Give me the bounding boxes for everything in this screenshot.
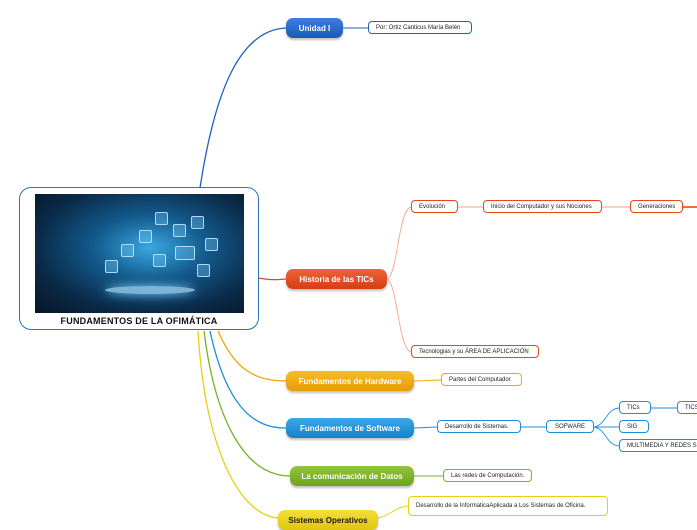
app-grid-icon (205, 238, 218, 251)
subtopic-multimedia[interactable]: MULTIMEDIA Y REDES S (619, 439, 697, 452)
topic-software[interactable]: Fundamentos de Software (286, 418, 414, 438)
link-historia (257, 277, 287, 281)
subtopic-evolucion[interactable]: Evolución (411, 200, 458, 213)
app-grid-icon (191, 216, 204, 229)
subtopic-autor[interactable]: Por: Ortiz Canticus María Belén (368, 21, 472, 34)
technology-image (35, 194, 244, 313)
subtopic-tecnologias[interactable]: Tecnologias y su ÁREA DE APLICACIÓN (411, 345, 539, 358)
link-comunicacion (203, 330, 291, 477)
subtopic-sig[interactable]: SIG (619, 420, 649, 433)
topic-sistemas[interactable]: Sistemas Operativos (278, 510, 378, 530)
subtopic-sofware[interactable]: SOFWARE (546, 420, 594, 433)
subtopic-tics[interactable]: TICs (619, 401, 651, 414)
subtopic-informatica[interactable]: Desarrollo de la InformaticaAplicada a L… (408, 496, 608, 516)
subtopic-inicio[interactable]: Inicio del Computador y sus Nociones (483, 200, 602, 213)
subtopic-tics-detail[interactable]: TICS (677, 401, 697, 414)
cloud-icon (175, 246, 195, 260)
topic-comunicacion[interactable]: La comunicación de Datos (290, 466, 414, 486)
topic-unidad[interactable]: Unidad I (286, 18, 343, 38)
app-grid-icon (197, 264, 210, 277)
app-grid-icon (173, 224, 186, 237)
app-grid-icon (153, 254, 166, 267)
app-grid-icon (105, 260, 118, 273)
subtopic-partes[interactable]: Partes del Computador (441, 373, 522, 386)
link-unidad (199, 27, 287, 189)
tablet-glow (105, 286, 195, 294)
topic-historia[interactable]: Historia de las TICs (286, 269, 387, 289)
root-topic[interactable]: FUNDAMENTOS DE LA OFIMÁTICA (19, 187, 259, 330)
app-grid-icon (139, 230, 152, 243)
subtopic-desarrollo[interactable]: Desarrollo de Sistemas. (437, 420, 521, 433)
app-grid-icon (121, 244, 134, 257)
app-grid-icon (155, 212, 168, 225)
subtopic-redes[interactable]: Las redes de Computación. (443, 469, 532, 482)
link-hardware (217, 330, 287, 382)
subtopic-generaciones[interactable]: Generaciones (630, 200, 683, 213)
topic-hardware[interactable]: Fundamentos de Hardware (286, 371, 414, 391)
link-sistemas (197, 330, 279, 519)
root-title: FUNDAMENTOS DE LA OFIMÁTICA (60, 316, 218, 326)
link-software (209, 330, 287, 429)
